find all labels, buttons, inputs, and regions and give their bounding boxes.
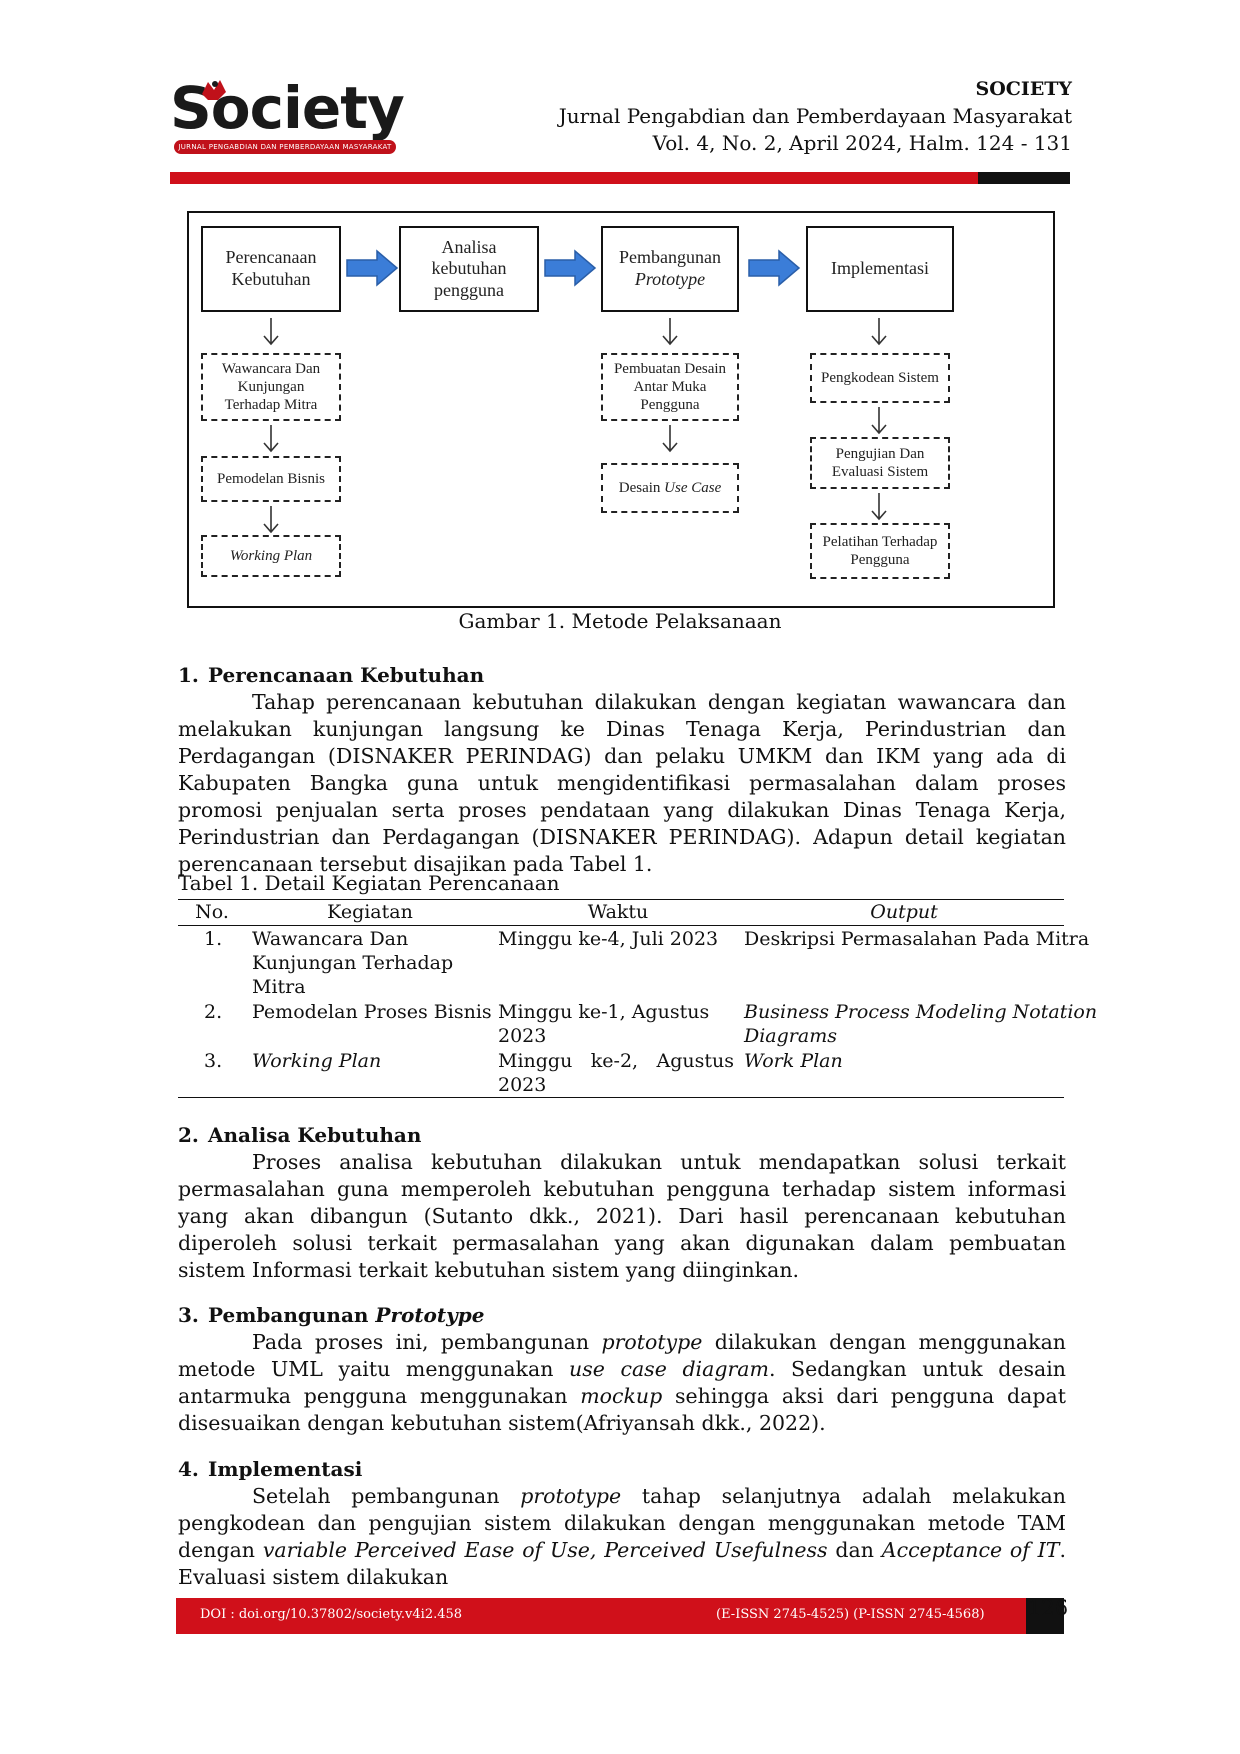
flow-arrow-icon [346,249,399,287]
table-header-output: Output [870,901,938,923]
journal-header: SOCIETY Jurnal Pengabdian dan Pemberdaya… [559,76,1072,157]
table-cell-kegiatan: Wawancara Dan Kunjungan Terhadap Mitra [252,928,454,998]
journal-logo: Society JURNAL PENGABDIAN DAN PEMBERDAYA… [170,74,410,160]
table-cell-kegiatan: Pemodelan Proses Bisnis [252,1001,492,1023]
substep-working-plan: Working Plan [201,535,341,577]
down-arrow-icon [263,318,279,346]
substep-pengkodean: Pengkodean Sistem [810,353,950,403]
step-perencanaan: Perencanaan Kebutuhan [201,226,341,312]
table-header-waktu: Waktu [587,901,649,923]
section-paragraph: Setelah pembangunan prototype tahap sela… [178,1484,1066,1589]
flow-arrow-icon [748,249,801,287]
down-arrow-icon [263,425,279,453]
table-rule-header [178,925,1064,926]
down-arrow-icon [263,506,279,534]
step-pembangunan: Pembangunan Prototype [601,226,739,312]
table-cell-no: 3. [204,1050,223,1072]
table-cell-waktu: Minggu ke-2, Agustus 2023 [498,1050,734,1096]
table-rule-top [178,899,1064,900]
down-arrow-icon [662,318,678,346]
table-cell-no: 1. [204,928,223,950]
table-cell-waktu: Minggu ke-1, Agustus 2023 [498,1001,710,1047]
header-rule [170,172,1070,184]
flow-arrow-icon [544,249,597,287]
down-arrow-icon [662,425,678,453]
section-paragraph: Proses analisa kebutuhan dilakukan untuk… [178,1150,1066,1282]
journal-full-name: Jurnal Pengabdian dan Pemberdayaan Masya… [558,104,1072,128]
figure-caption: Gambar 1. Metode Pelaksanaan [458,609,782,633]
step-analisa: Analisa kebutuhan pengguna [399,226,539,312]
table-rule-bottom [178,1097,1064,1098]
substep-desain-use-case: Desain Use Case [601,463,739,513]
table-cell-output: Deskripsi Permasalahan Pada Mitra [744,928,1090,950]
table-cell-waktu: Minggu ke-4, Juli 2023 [498,928,719,950]
page-number: 126 [1028,1596,1069,1620]
logo-banner: JURNAL PENGABDIAN DAN PEMBERDAYAAN MASYA… [174,140,396,154]
section-heading: 4.Implementasi [178,1457,363,1481]
section-heading: 2.Analisa Kebutuhan [178,1123,422,1147]
doi-link[interactable]: DOI : doi.org/10.37802/society.v4i2.458 [200,1607,463,1622]
table-cell-kegiatan: Working Plan [252,1050,382,1072]
substep-wawancara: Wawancara Dan Kunjungan Terhadap Mitra [201,353,341,421]
table-caption: Tabel 1. Detail Kegiatan Perencanaan [178,871,560,895]
footer-bar [176,1598,1026,1634]
issn-text: (E-ISSN 2745-4525) (P-ISSN 2745-4568) [716,1607,985,1622]
journal-volume: Vol. 4, No. 2, April 2024, Halm. 124 - 1… [652,131,1072,155]
section-heading: 3.Pembangunan Prototype [178,1303,485,1327]
footer-black-block [1026,1598,1064,1634]
substep-pelatihan: Pelatihan Terhadap Pengguna [810,523,950,579]
section-paragraph: Tahap perencanaan kebutuhan dilakukan de… [178,690,1066,876]
step-implementasi: Implementasi [806,226,954,312]
table-header-kegiatan: Kegiatan [327,901,413,923]
table-header-no: No. [195,901,229,923]
table-cell-output: Work Plan [744,1050,843,1072]
substep-desain-antarmuka: Pembuatan Desain Antar Muka Pengguna [601,353,739,421]
table-cell-no: 2. [204,1001,223,1023]
substep-pengujian: Pengujian Dan Evaluasi Sistem [810,437,950,489]
section-paragraph: Pada proses ini, pembangunan prototype d… [178,1330,1066,1435]
down-arrow-icon [871,318,887,346]
method-diagram: Perencanaan Kebutuhan Analisa kebutuhan … [187,211,1055,608]
substep-pemodelan-bisnis: Pemodelan Bisnis [201,456,341,502]
down-arrow-icon [871,407,887,435]
journal-short-name: SOCIETY [975,78,1072,100]
section-heading: 1.Perencanaan Kebutuhan [178,663,485,687]
table-cell-output: Business Process Modeling Notation Diagr… [744,1001,1098,1047]
down-arrow-icon [871,493,887,521]
hands-emblem-icon [202,80,226,100]
